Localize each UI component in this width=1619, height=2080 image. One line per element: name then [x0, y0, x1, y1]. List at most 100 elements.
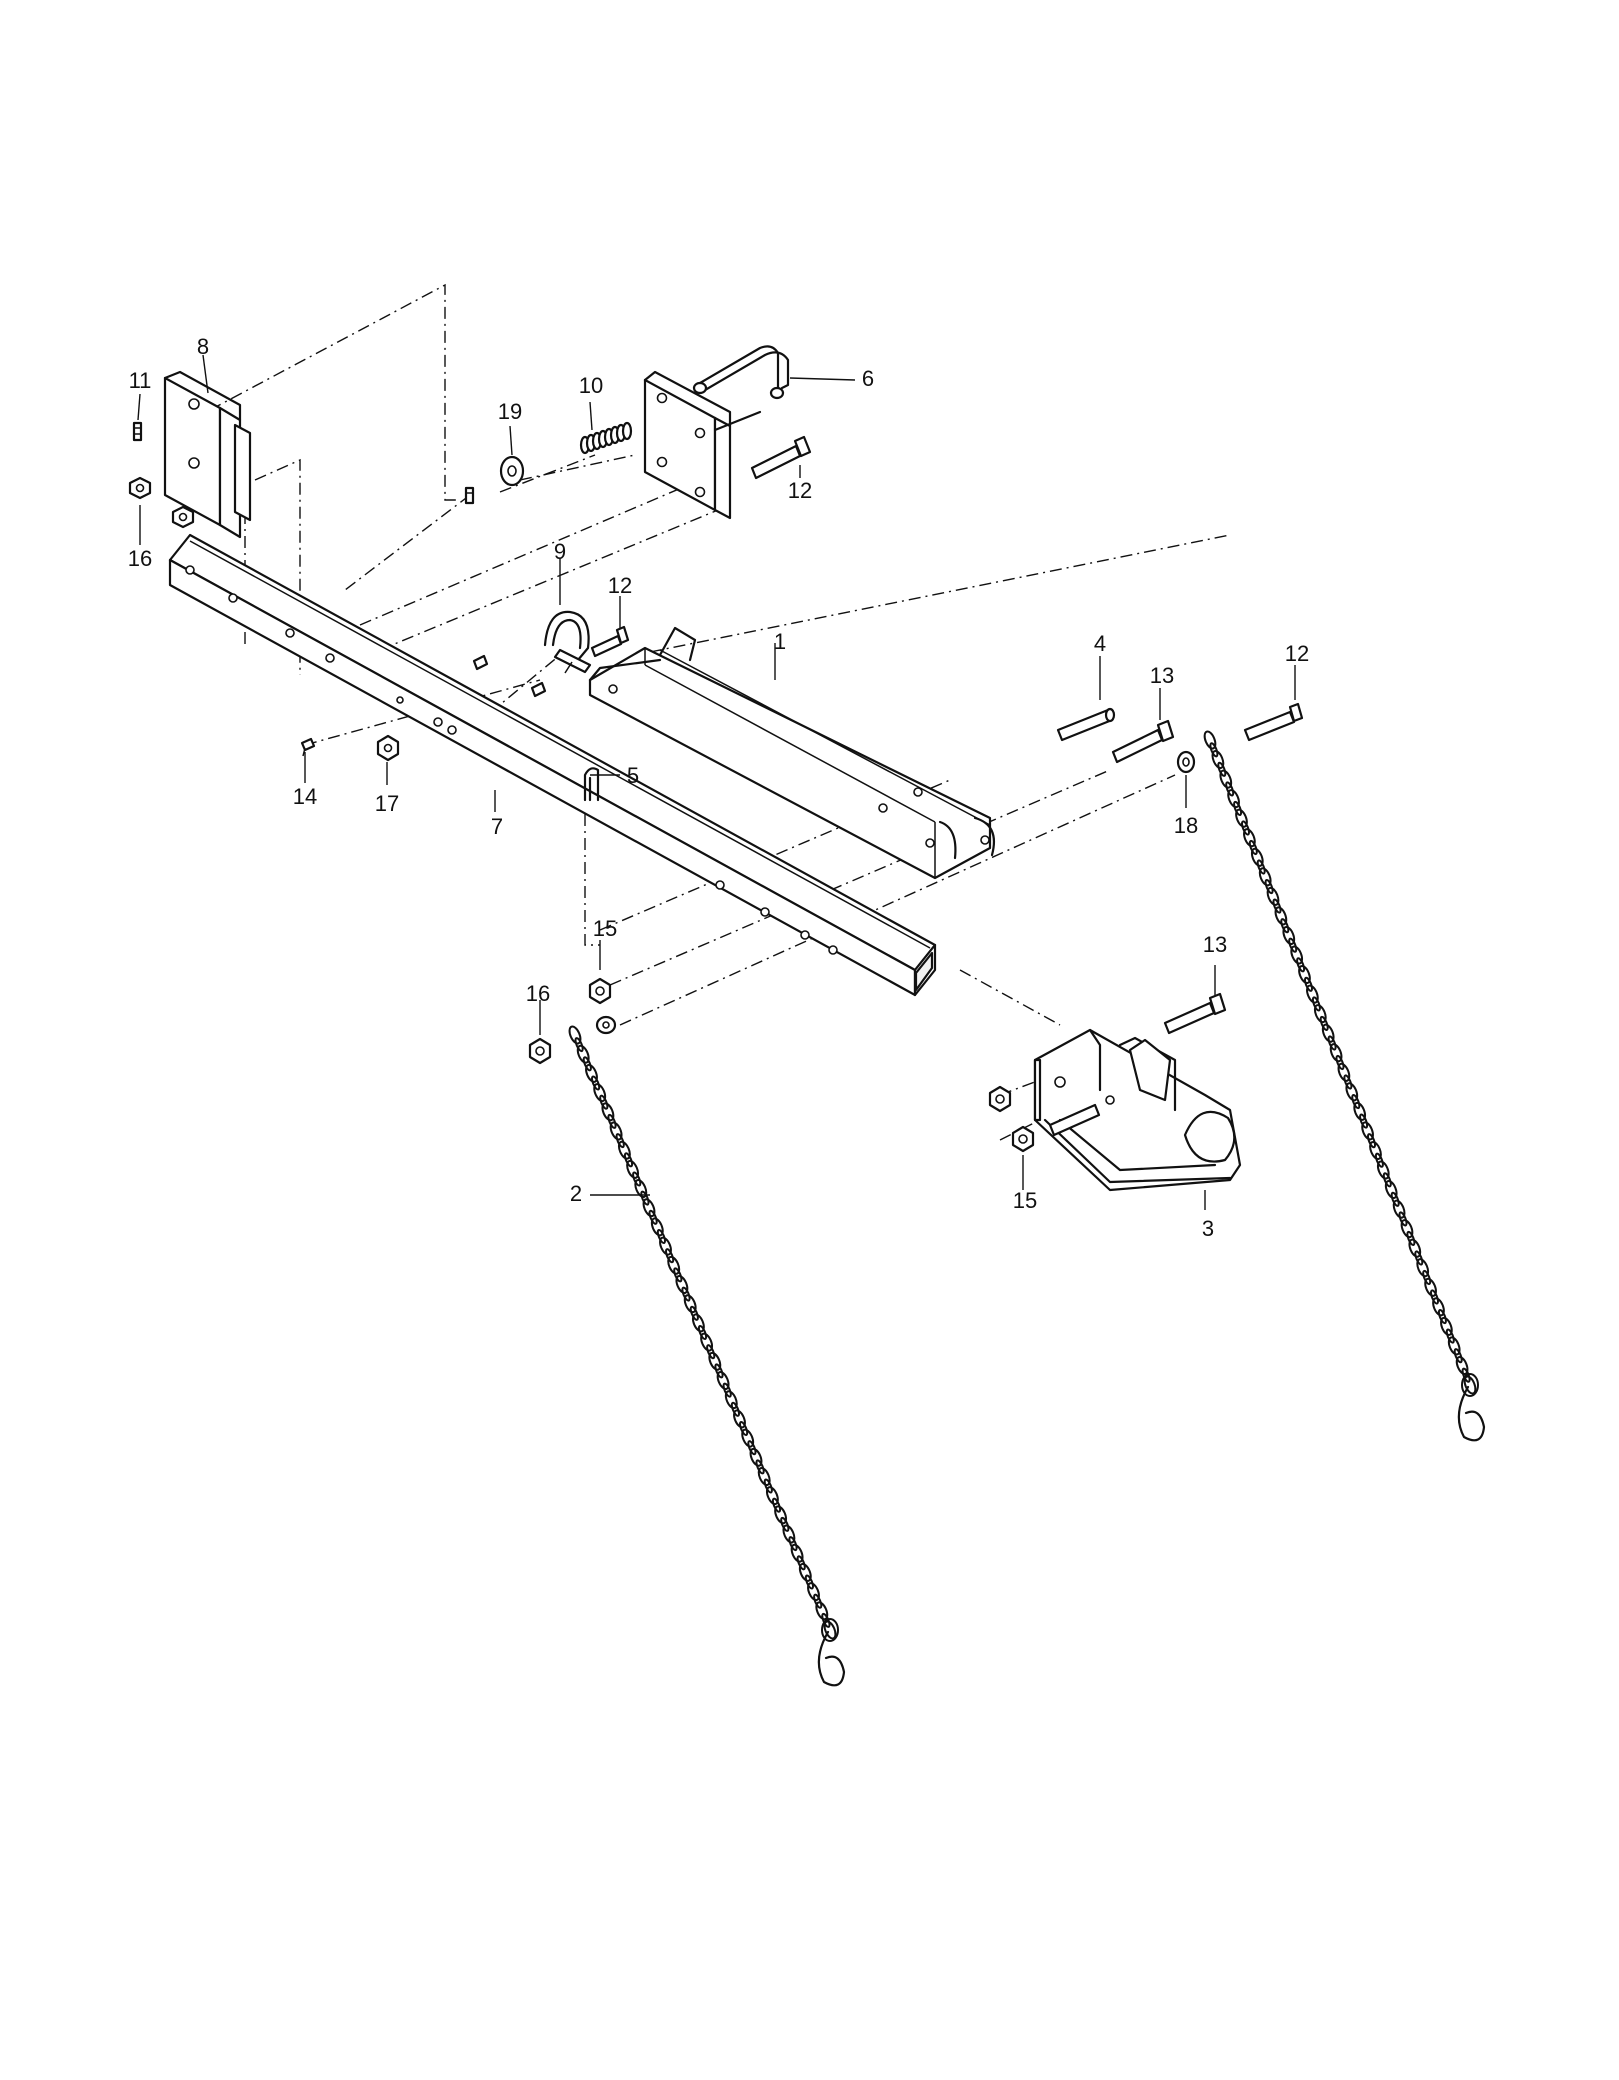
chain-link [1437, 1309, 1447, 1325]
chain-link [1250, 847, 1264, 867]
screw-14-a [300, 737, 316, 757]
nut-15-lower [1011, 1125, 1035, 1153]
chain-link [659, 1236, 672, 1256]
callout-15-middle: 15 [593, 916, 617, 941]
chain-link [1248, 839, 1258, 856]
chain-link [1455, 1355, 1469, 1376]
chain-link [599, 1094, 609, 1110]
chain-link [1392, 1199, 1406, 1219]
nut-near-bracket [171, 505, 195, 529]
callout-10: 10 [579, 373, 603, 398]
chain-link [681, 1286, 691, 1302]
callout-14: 14 [293, 784, 317, 809]
callout-labels: 1 2 3 4 5 6 7 8 9 10 11 12 12 12 13 13 1… [128, 334, 1309, 1241]
chain-link [1337, 1062, 1351, 1082]
chain-link [1266, 886, 1280, 906]
chain-link [823, 1620, 837, 1640]
chain-link [1290, 945, 1304, 965]
chain-link [796, 1555, 806, 1571]
chain-link [722, 1382, 732, 1398]
chain-link [763, 1478, 773, 1494]
chain-link [665, 1248, 675, 1264]
chain-link [1384, 1179, 1398, 1200]
callout-1: 1 [774, 629, 786, 654]
chain-link [1345, 1082, 1359, 1102]
safety-chain-left [568, 1025, 846, 1687]
chain-link [1351, 1094, 1361, 1110]
callout-13-upper: 13 [1150, 663, 1174, 688]
chain-link [683, 1294, 697, 1314]
callout-18: 18 [1174, 813, 1198, 838]
chain-s-hook [1457, 1385, 1486, 1442]
chain-link [1390, 1191, 1400, 1207]
callout-16-lower: 16 [526, 981, 550, 1006]
chain-link [1382, 1172, 1392, 1188]
callout-12-middle: 12 [608, 573, 632, 598]
chain-link [1374, 1152, 1384, 1168]
safety-chain-right [1203, 730, 1486, 1442]
chain-link [623, 1152, 634, 1168]
hitch-pin-clip [583, 767, 600, 802]
chain-link [568, 1025, 582, 1045]
roll-pin-11-b [464, 486, 475, 505]
chain-link [741, 1428, 755, 1448]
chain-link [1422, 1269, 1432, 1286]
roll-pin-11 [132, 421, 143, 442]
chain-link [615, 1133, 625, 1149]
chain-link [774, 1505, 788, 1525]
callout-12-upper: 12 [788, 478, 812, 503]
chain-link [585, 1063, 598, 1083]
callout-7: 7 [491, 814, 503, 839]
chain-link [1203, 730, 1217, 750]
chain-link [1217, 761, 1227, 777]
clamp-9 [543, 610, 592, 674]
chain-link [689, 1305, 699, 1321]
chain-link [691, 1313, 705, 1333]
chain-link [617, 1140, 631, 1160]
screw-14-c [530, 681, 547, 698]
bolt-13-lower [1163, 992, 1227, 1035]
callout-11: 11 [129, 368, 152, 393]
chain-link [582, 1056, 592, 1072]
nut-coupler-a [988, 1085, 1012, 1113]
callout-15-lower: 15 [1013, 1188, 1037, 1213]
chain-link [1298, 964, 1311, 985]
chain-link [1353, 1101, 1367, 1121]
chain-link [1376, 1160, 1390, 1180]
washer-chain-left [595, 1015, 617, 1035]
chain-link [1304, 976, 1313, 992]
chain-end-ring [1461, 1373, 1479, 1397]
chain-link [1408, 1238, 1422, 1258]
chain-link [1329, 1043, 1343, 1063]
callout-3: 3 [1202, 1216, 1214, 1241]
chain-link [1241, 820, 1250, 836]
chain-link [626, 1159, 640, 1179]
chain-link [673, 1267, 683, 1283]
callout-16-upper: 16 [128, 546, 152, 571]
chain-link [607, 1113, 617, 1129]
chain-link [1288, 937, 1298, 953]
coupler [1033, 1028, 1242, 1192]
chain-link [1274, 906, 1288, 926]
chain-link [1424, 1277, 1437, 1297]
main-tube [168, 533, 937, 997]
chain-link [667, 1255, 681, 1275]
coupler-pin [1048, 1103, 1101, 1137]
chain-link [739, 1420, 749, 1437]
chain-link [632, 1171, 642, 1187]
chain-link [1219, 769, 1233, 789]
chain-link [1321, 1023, 1335, 1043]
chain-link [1258, 867, 1272, 887]
chain-link [574, 1037, 584, 1053]
chain-link [716, 1371, 730, 1390]
chain-link [1296, 957, 1306, 973]
chain-link [724, 1390, 738, 1410]
chain-link [1398, 1211, 1408, 1227]
bolt-12-middle [590, 625, 630, 658]
chain-link [1361, 1121, 1374, 1141]
chain-link [1445, 1328, 1455, 1344]
callout-19: 19 [498, 399, 522, 424]
spring [579, 421, 633, 455]
chain-link [642, 1198, 656, 1218]
chain-link [714, 1363, 724, 1379]
